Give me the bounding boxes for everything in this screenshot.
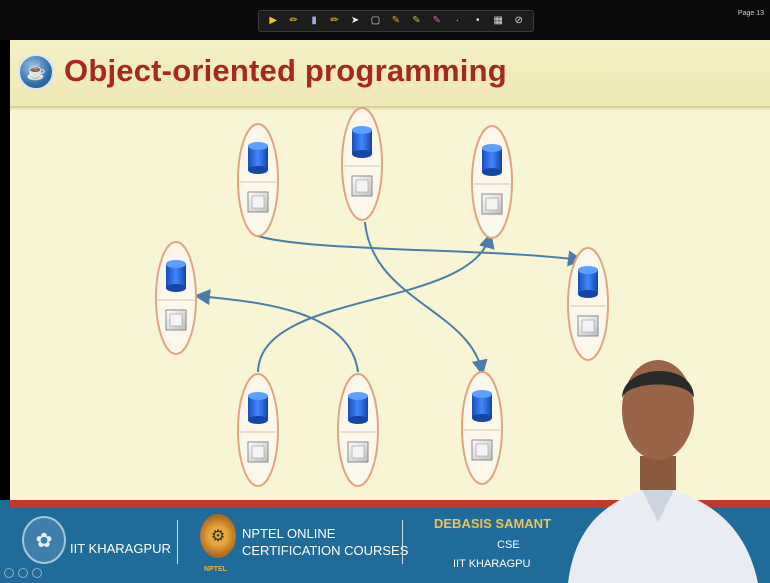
- iit-kharagpur-logo-icon: ✿: [22, 516, 66, 564]
- nptel-logo-icon: ⚙: [200, 514, 236, 558]
- object-mid-left: [155, 241, 197, 355]
- pointer-icon[interactable]: ➤: [350, 15, 360, 26]
- slide-title: Object-oriented programming: [64, 53, 507, 88]
- dot-icon[interactable]: •: [475, 15, 480, 26]
- eraser-icon[interactable]: ▢: [370, 15, 381, 26]
- institute-name: IIT KHARAGPUR: [70, 541, 171, 556]
- title-divider: [10, 106, 770, 108]
- grid-icon[interactable]: ▦: [493, 15, 503, 26]
- object-bottom-left: [237, 373, 279, 487]
- java-logo-icon: ☕: [18, 54, 54, 90]
- player-controls: [4, 568, 42, 578]
- play-icon[interactable]: [18, 568, 28, 578]
- next-icon[interactable]: [32, 568, 42, 578]
- pen-icon[interactable]: ✎: [432, 15, 442, 26]
- clear-icon[interactable]: ⊘: [514, 15, 523, 26]
- pointer-icon[interactable]: ▶: [269, 15, 278, 26]
- object-bottom-center: [337, 373, 379, 487]
- arrow-bottomcenter-to-midleft: [194, 289, 359, 373]
- object-mid-right: [567, 247, 609, 361]
- video-top-bar: ▶ ✏ ▮ ✏ ➤ ▢ ✎ ✎ ✎ · • ▦ ⊘ Page 13: [0, 0, 770, 40]
- presenter-dept: CSE: [497, 539, 520, 551]
- pen-icon[interactable]: ✎: [391, 15, 401, 26]
- course-line-1: NPTEL ONLINE: [242, 526, 336, 541]
- slide: ☕ Object-oriented programming: [10, 40, 770, 500]
- object-top-right: [471, 125, 513, 239]
- dot-icon[interactable]: ·: [455, 15, 459, 26]
- arrow-bottomleft-to-topright: [257, 232, 495, 373]
- title-bar: ☕ Object-oriented programming: [10, 40, 770, 110]
- arrow-topcenter-to-bottomright: [364, 221, 488, 376]
- footer-divider: [177, 520, 178, 564]
- prev-icon[interactable]: [4, 568, 14, 578]
- object-diagram: [155, 107, 609, 487]
- object-bottom-right: [461, 371, 503, 485]
- footer-divider: [402, 520, 403, 564]
- presenter-institute: IIT KHARAGPU: [453, 558, 531, 570]
- object-top-center: [341, 107, 383, 221]
- arrow-topleft-to-midright: [257, 235, 584, 267]
- nptel-label: NPTEL: [204, 566, 227, 573]
- object-top-left: [237, 123, 279, 237]
- pen-icon[interactable]: ✏: [330, 15, 339, 26]
- presenter-video: [568, 360, 758, 583]
- course-line-2: CERTIFICATION COURSES: [242, 543, 409, 558]
- highlighter-icon[interactable]: ▮: [311, 15, 317, 26]
- annotation-toolbar: ▶ ✏ ▮ ✏ ➤ ▢ ✎ ✎ ✎ · • ▦ ⊘: [258, 10, 534, 32]
- presenter-name: DEBASIS SAMANT: [434, 516, 552, 531]
- pen-icon[interactable]: ✎: [412, 15, 421, 26]
- pen-icon[interactable]: ✏: [289, 15, 298, 26]
- footer-stripe: [10, 500, 770, 508]
- page-number: Page 13: [737, 10, 764, 17]
